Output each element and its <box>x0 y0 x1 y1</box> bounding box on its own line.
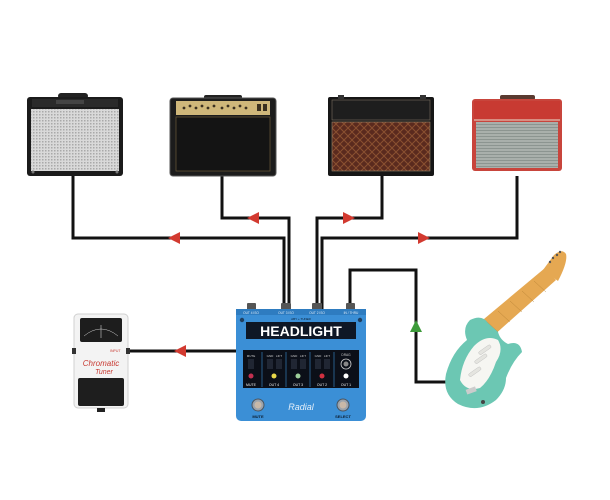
out4-switch-a[interactable] <box>267 359 273 369</box>
out3-switch-b[interactable] <box>300 359 306 369</box>
arrow-to-amp-1 <box>168 232 180 244</box>
guitar-pickups <box>468 344 492 377</box>
switcher-title: HEADLIGHT <box>260 323 342 339</box>
section-out3: GND LIFT OUT 3 <box>291 354 307 387</box>
amp-3[interactable] <box>328 95 434 176</box>
section-out1: DRAG OUT 1 <box>340 353 352 387</box>
jack-label-out2: OUT 2 ISO <box>309 311 325 315</box>
radial-logo: Radial <box>288 402 315 412</box>
jack-label-out4: OUT 4 ISO <box>243 311 259 315</box>
guitar-neck <box>478 268 556 336</box>
mute-switch[interactable] <box>248 359 254 369</box>
arrow-to-amp-2 <box>247 212 259 224</box>
tuner-input-label: INPUT <box>110 349 121 353</box>
guitar[interactable] <box>445 250 567 409</box>
amp-2[interactable] <box>169 95 277 177</box>
section-out4-lift: LIFT <box>276 354 282 358</box>
out4-switch-b[interactable] <box>276 359 282 369</box>
control-sections: MUTE MUTE GND LIFT OUT 4 GND LIFT <box>246 352 352 387</box>
arrows <box>168 212 430 357</box>
amp-4[interactable] <box>472 95 562 171</box>
led-out3 <box>295 373 301 379</box>
footswitch-mute[interactable] <box>251 398 265 412</box>
section-out1-drag: DRAG <box>341 353 351 357</box>
led-out1 <box>343 373 349 379</box>
section-out2-bottom-label: OUT 2 <box>317 383 327 387</box>
drag-knob[interactable] <box>340 358 352 370</box>
section-out4-bottom-label: OUT 4 <box>269 383 279 387</box>
headlight-switcher[interactable]: OUT 4 ISO OUT 3 ISO OUT 2 ISO IN / THRU … <box>236 303 366 421</box>
tuner-footswitch-pad[interactable] <box>78 378 124 406</box>
cable-guitar-in <box>348 268 446 384</box>
footswitch-mute-label: MUTE <box>252 414 264 419</box>
tuner-pedal[interactable]: INPUT Chromatic Tuner <box>72 313 130 412</box>
section-out3-gnd: GND <box>291 354 299 358</box>
section-out2: GND LIFT OUT 2 <box>315 354 331 387</box>
tuner-label-line2: Tuner <box>95 369 113 376</box>
led-mute <box>248 373 254 379</box>
guitar-headstock <box>543 251 567 281</box>
section-out2-gnd: GND <box>315 354 323 358</box>
switcher-brand-small: ABY + TUNER <box>291 317 311 321</box>
section-out3-lift: LIFT <box>300 354 306 358</box>
out2-switch-a[interactable] <box>315 359 321 369</box>
arrow-to-tuner <box>174 345 186 357</box>
tuner-label-line1: Chromatic <box>83 359 119 368</box>
arrow-to-amp-4 <box>418 232 430 244</box>
jack-label-out3: OUT 3 ISO <box>278 311 294 315</box>
section-out3-bottom-label: OUT 3 <box>293 383 303 387</box>
amp-2-knobs <box>182 104 267 111</box>
section-mute-bottom-label: MUTE <box>246 383 257 387</box>
footswitch-select[interactable] <box>336 398 350 412</box>
section-out4: GND LIFT OUT 4 <box>267 354 283 387</box>
section-mute-top-label: MUTE <box>247 354 256 358</box>
section-out1-bottom-label: OUT 1 <box>341 383 351 387</box>
arrow-from-guitar <box>410 320 422 332</box>
arrow-to-amp-3 <box>343 212 355 224</box>
led-out4 <box>271 373 277 379</box>
out3-switch-a[interactable] <box>291 359 297 369</box>
jack-label-in: IN / THRU <box>344 311 359 315</box>
section-out2-lift: LIFT <box>324 354 330 358</box>
section-out4-gnd: GND <box>267 354 275 358</box>
tuner-meter <box>83 325 119 338</box>
out2-switch-b[interactable] <box>324 359 330 369</box>
led-out2 <box>319 373 325 379</box>
section-mute: MUTE MUTE <box>246 354 257 387</box>
amp-1[interactable] <box>27 93 123 176</box>
footswitch-select-label: SELECT <box>335 414 351 419</box>
cable-out-2 <box>220 176 291 310</box>
